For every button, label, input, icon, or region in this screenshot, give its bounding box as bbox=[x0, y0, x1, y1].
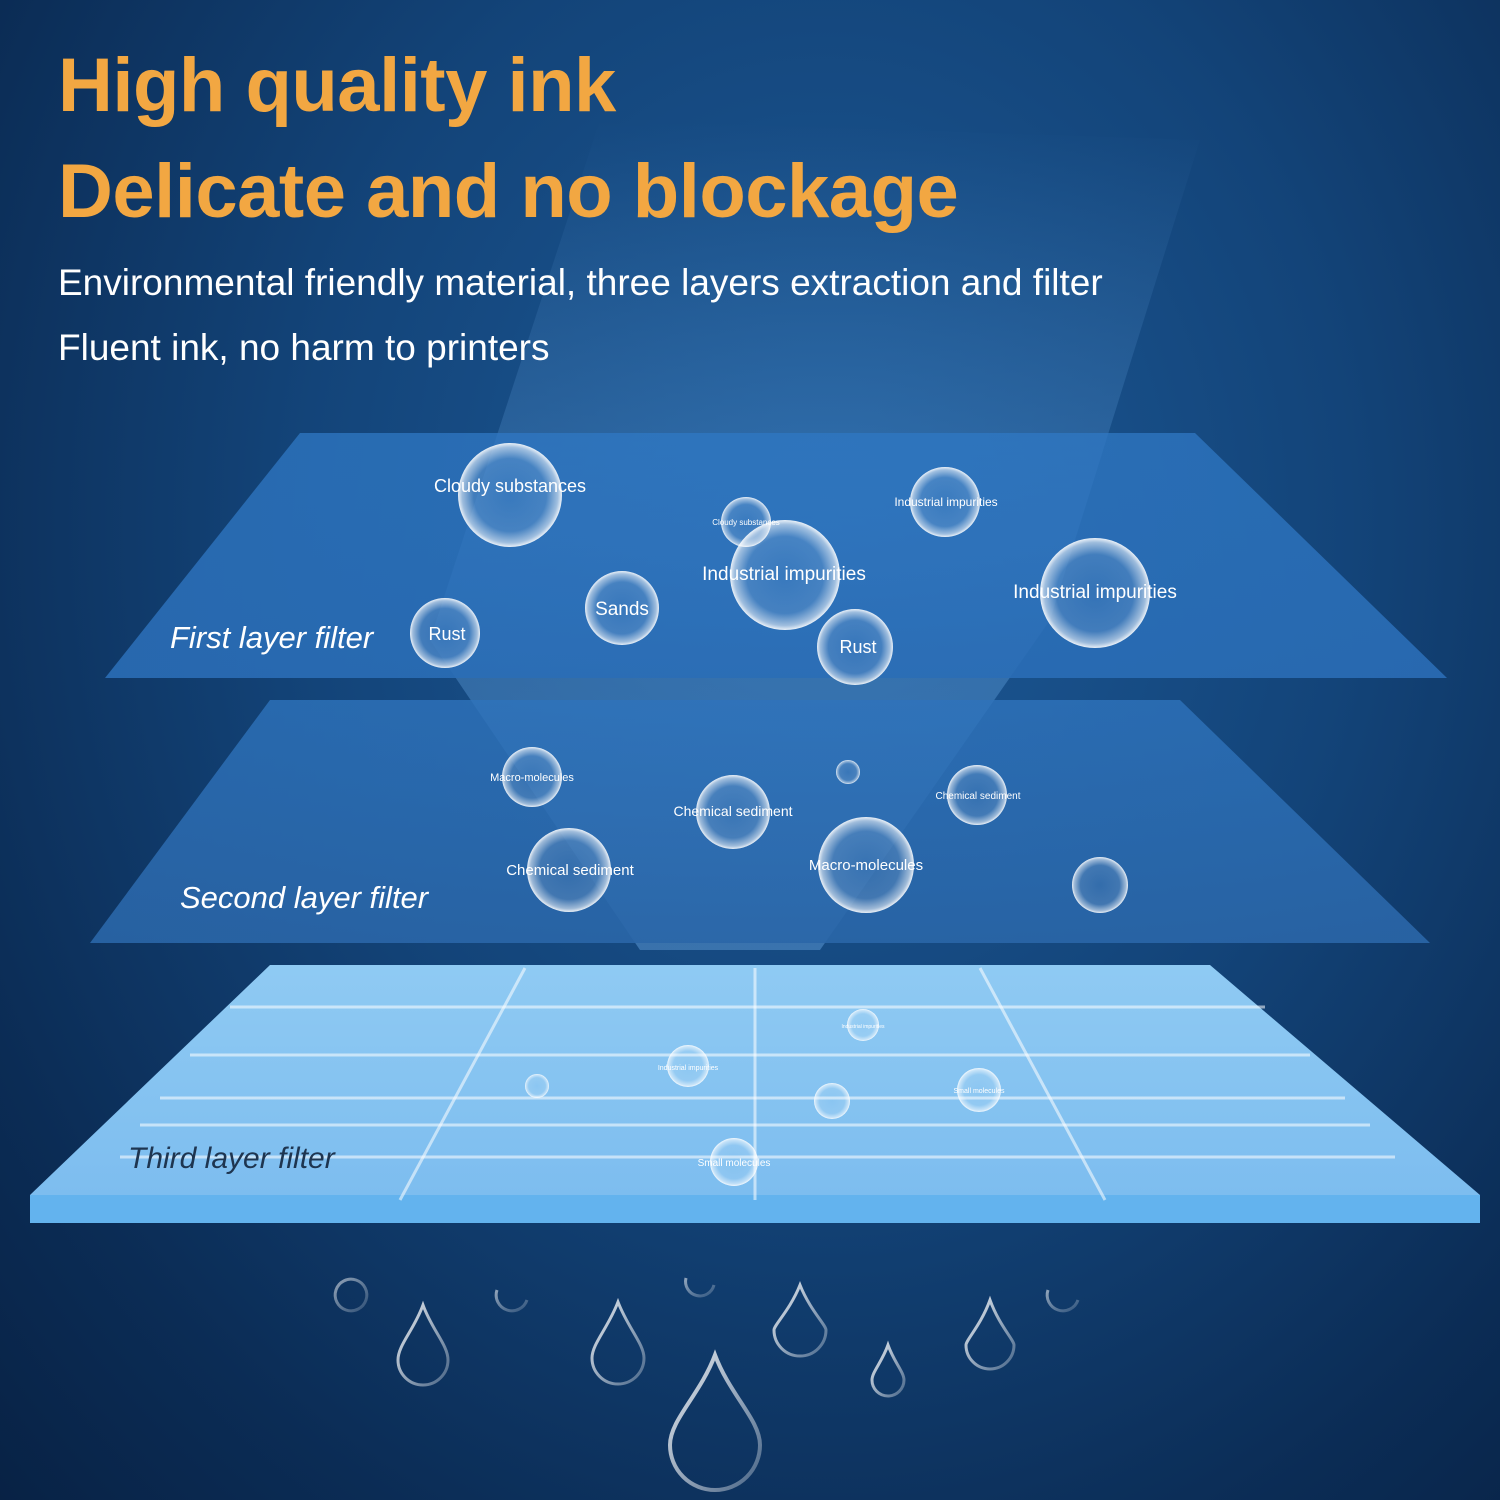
third-layer-grid bbox=[120, 967, 1395, 1201]
first-layer-bubbles bbox=[410, 443, 1150, 685]
bubble bbox=[502, 747, 562, 807]
bubble bbox=[710, 1138, 758, 1186]
bubble-label: Chemical sediment bbox=[673, 803, 792, 819]
bubble-label: Rust bbox=[839, 637, 876, 657]
droplet-icon bbox=[870, 1340, 906, 1398]
bubble-label: Chemical sediment bbox=[506, 862, 634, 879]
droplet-icon bbox=[494, 1289, 529, 1313]
bubble bbox=[696, 775, 770, 849]
bubble bbox=[817, 609, 893, 685]
bubble-label: Macro-molecules bbox=[809, 857, 923, 874]
ink-droplets bbox=[333, 1277, 1080, 1492]
bubble-label: Industrial impurities bbox=[894, 495, 997, 509]
bubble-label: Industrial impurities bbox=[658, 1065, 719, 1072]
bubble bbox=[847, 1009, 879, 1041]
bubble bbox=[814, 1083, 850, 1119]
bubble-label: Chemical sediment bbox=[935, 791, 1020, 802]
bubble bbox=[947, 765, 1007, 825]
bubble-label: Cloudy substances bbox=[434, 476, 586, 496]
subtitle-line-2: Fluent ink, no harm to printers bbox=[58, 327, 550, 368]
bubble-label: Rust bbox=[428, 624, 465, 644]
bubble-label: Small molecules bbox=[954, 1088, 1005, 1095]
bubble-label: Industrial impurities bbox=[1013, 582, 1177, 603]
bubble bbox=[527, 828, 611, 912]
droplet-icon bbox=[667, 1349, 763, 1492]
third-layer-bubbles bbox=[525, 1009, 1001, 1186]
bubble bbox=[585, 571, 659, 645]
bubble-label: Industrial impurities bbox=[702, 564, 866, 585]
bubble-label: Cloudy substances bbox=[712, 518, 780, 527]
bubble bbox=[818, 817, 914, 913]
bubble bbox=[458, 443, 562, 547]
droplet-icon bbox=[964, 1295, 1016, 1371]
headline-line-2: Delicate and no blockage bbox=[58, 149, 959, 234]
bubble-label: Industrial impurities bbox=[841, 1024, 885, 1030]
bubble bbox=[836, 760, 860, 784]
bubble-label: Small molecules bbox=[698, 1158, 771, 1169]
droplet-icon bbox=[684, 1277, 716, 1298]
first-layer-label: First layer filter bbox=[170, 620, 375, 655]
headline-line-1: High quality ink bbox=[58, 43, 616, 128]
subtitle-line-1: Environmental friendly material, three l… bbox=[58, 262, 1103, 303]
bubble bbox=[1072, 857, 1128, 913]
bubble bbox=[910, 467, 980, 537]
bubble bbox=[1040, 538, 1150, 648]
droplet-icon bbox=[772, 1280, 828, 1358]
bubble-label: Sands bbox=[595, 599, 649, 620]
second-layer-label: Second layer filter bbox=[180, 880, 430, 915]
bubble bbox=[667, 1045, 709, 1087]
droplet-icon bbox=[1045, 1289, 1080, 1313]
droplet-icon bbox=[590, 1297, 646, 1386]
bubble-label: Macro-molecules bbox=[490, 772, 574, 784]
bubble bbox=[957, 1068, 1001, 1112]
droplet-icon bbox=[396, 1300, 450, 1387]
bubble bbox=[410, 598, 480, 668]
bubble bbox=[730, 520, 840, 630]
third-layer-label: Third layer filter bbox=[128, 1142, 336, 1175]
second-layer-bubbles bbox=[502, 747, 1128, 913]
droplet-icon bbox=[333, 1277, 369, 1313]
bubble bbox=[525, 1074, 549, 1098]
